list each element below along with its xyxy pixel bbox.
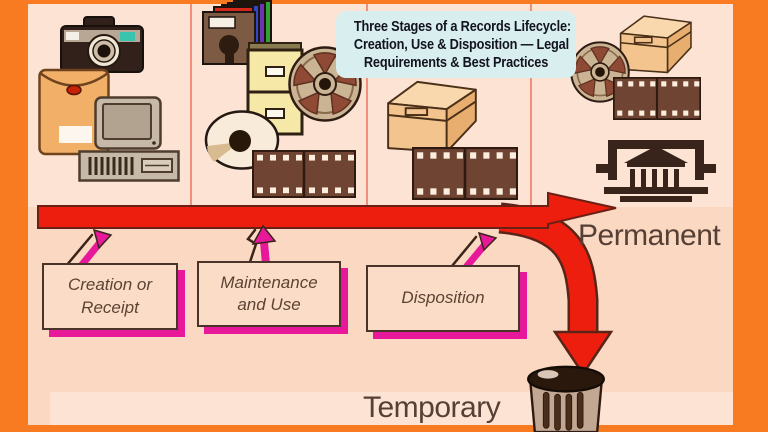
trash-can-icon: [527, 365, 605, 432]
stage-box-disposition: Disposition: [366, 265, 520, 332]
film-strip-icon: [412, 147, 518, 200]
stage-label: Maintenance and Use: [220, 272, 318, 314]
title-banner: Three Stages of a Records Lifecycle: Cre…: [336, 11, 576, 78]
storage-box-icon: [619, 15, 692, 74]
desktop-monitor-icon: [94, 96, 162, 150]
archive-building-icon: [596, 140, 716, 202]
permanent-label: Permanent: [578, 219, 721, 252]
section-divider-line: [190, 4, 192, 206]
temporary-label: Temporary: [363, 391, 501, 424]
stage-label: Disposition: [401, 288, 485, 308]
section-divider-line: [530, 4, 532, 206]
stage-label: Creation or Receipt: [67, 275, 153, 317]
title-line-1: Three Stages of a Records Lifecycle:: [353, 19, 571, 35]
film-strip-icon: [613, 77, 701, 120]
computer-case-icon: [78, 150, 180, 182]
title-line-2: Creation, Use & Disposition — Legal: [353, 37, 569, 53]
stage-box-maintenance: Maintenance and Use: [197, 261, 341, 327]
stage-box-creation: Creation or Receipt: [42, 263, 178, 330]
title-line-3: Requirements & Best Practices: [363, 55, 549, 71]
section-divider-line: [366, 4, 368, 206]
film-strip-icon: [252, 150, 356, 198]
camera-icon: [60, 16, 144, 73]
envelope-icon: [38, 68, 110, 156]
bottom-panel: [50, 392, 733, 425]
